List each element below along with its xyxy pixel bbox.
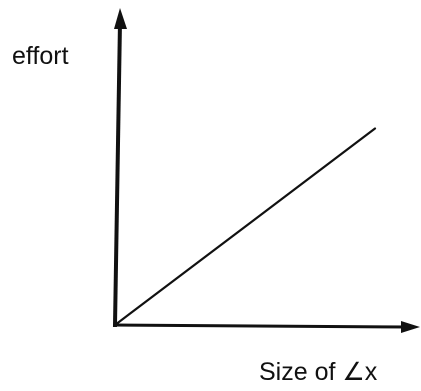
y-axis <box>112 19 123 328</box>
x-axis-label: Size of ∠x <box>259 358 378 386</box>
y-axis-label: effort <box>12 42 69 70</box>
series-line-0 <box>113 127 377 327</box>
y-axis-arrow <box>114 8 127 29</box>
axes <box>112 8 420 333</box>
x-axis <box>113 323 410 329</box>
x-axis-arrow <box>401 321 420 333</box>
series-layer <box>113 127 377 327</box>
